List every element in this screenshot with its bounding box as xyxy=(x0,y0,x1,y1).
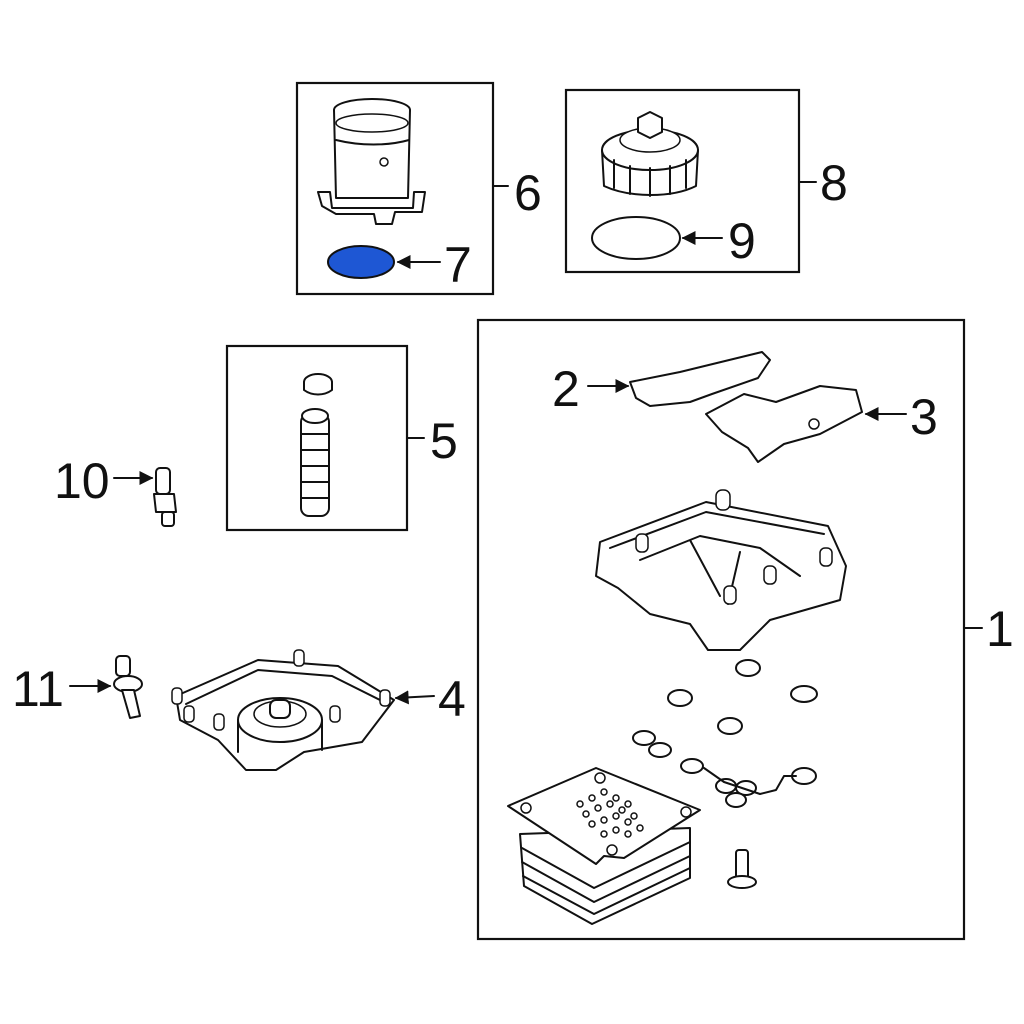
callout-2[interactable]: 2 xyxy=(552,361,580,417)
callout-9[interactable]: 9 xyxy=(728,213,756,269)
group-box-1 xyxy=(476,318,983,941)
gasket-part-2[interactable] xyxy=(629,351,771,407)
gasket-part-3[interactable] xyxy=(705,385,863,463)
o-ring-set[interactable] xyxy=(632,659,818,808)
o-ring-part-9[interactable] xyxy=(591,216,681,260)
oil-cooler-core[interactable] xyxy=(507,767,701,925)
filter-cap-part-8[interactable] xyxy=(601,111,699,197)
group-box-6 xyxy=(295,81,509,296)
callout-4-arrow xyxy=(394,690,435,705)
seal-kit-part-5[interactable] xyxy=(300,373,333,517)
callout-5[interactable]: 5 xyxy=(430,413,458,469)
sensor-part-10[interactable] xyxy=(153,467,177,527)
group-box-8 xyxy=(564,88,817,274)
bolt-in-box-1[interactable] xyxy=(727,849,757,889)
cooler-holes xyxy=(520,772,692,856)
group-box-5 xyxy=(225,344,425,532)
box-6-frame xyxy=(295,81,495,296)
stud-part-11[interactable] xyxy=(113,655,143,719)
filter-housing-part-6[interactable] xyxy=(317,98,426,225)
callout-6[interactable]: 6 xyxy=(514,165,542,221)
callout-3[interactable]: 3 xyxy=(910,389,938,445)
callout-11[interactable]: 11 xyxy=(12,661,64,717)
callout-7[interactable]: 7 xyxy=(444,237,472,293)
callout-10[interactable]: 10 xyxy=(54,453,110,509)
callout-8[interactable]: 8 xyxy=(820,155,848,211)
seal-part-7[interactable] xyxy=(327,245,395,279)
box-1-frame xyxy=(476,318,966,941)
callout-1[interactable]: 1 xyxy=(986,601,1014,657)
filter-base-part-4[interactable] xyxy=(171,649,395,771)
callout-4[interactable]: 4 xyxy=(438,671,466,727)
oil-cooler-housing[interactable] xyxy=(595,489,847,651)
